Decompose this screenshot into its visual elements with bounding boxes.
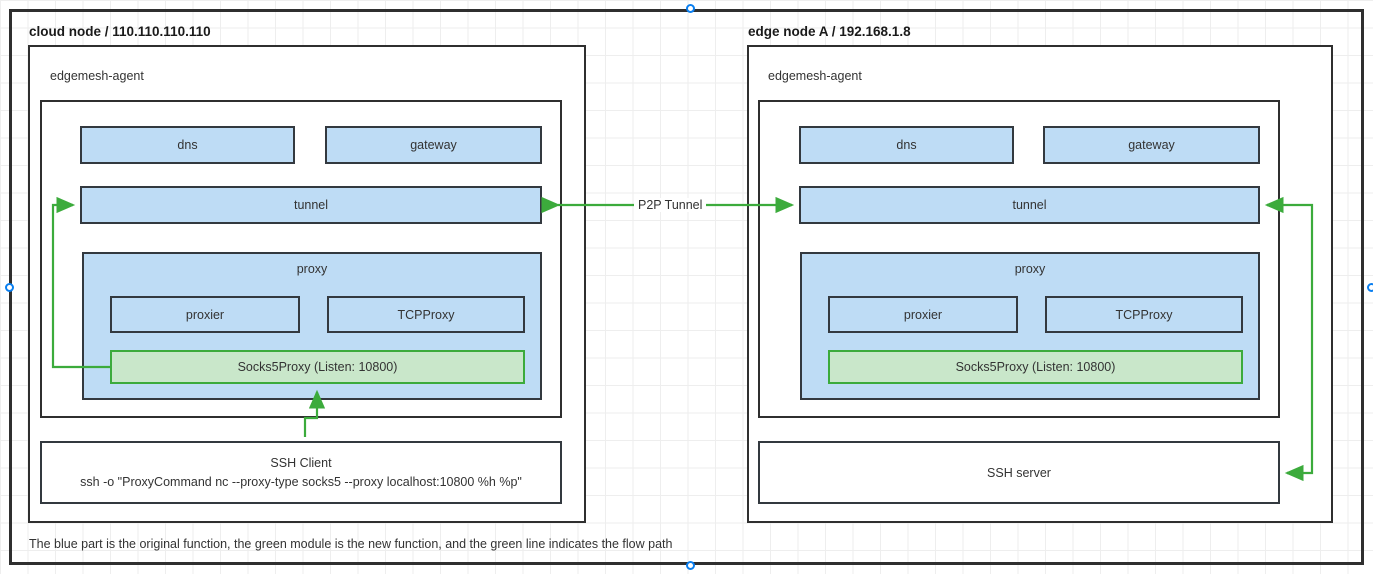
ssh-client-command: ssh -o "ProxyCommand nc --proxy-type soc… [80, 474, 522, 489]
cloud-tunnel-box[interactable]: tunnel [80, 186, 542, 224]
cloud-proxy-label: proxy [296, 262, 328, 276]
ssh-client-title: SSH Client [270, 456, 332, 471]
edge-gateway-box[interactable]: gateway [1043, 126, 1260, 164]
edge-proxier-box[interactable]: proxier [828, 296, 1018, 333]
cloud-socks5proxy-box[interactable]: Socks5Proxy (Listen: 10800) [110, 350, 525, 384]
legend-caption: The blue part is the original function, … [29, 537, 673, 551]
edge-tcpproxy-box[interactable]: TCPProxy [1045, 296, 1243, 333]
edge-dns-box[interactable]: dns [799, 126, 1014, 164]
ssh-server-box[interactable]: SSH server [758, 441, 1280, 504]
ssh-client-box[interactable]: SSH Client ssh -o "ProxyCommand nc --pro… [40, 441, 562, 504]
cloud-dns-box[interactable]: dns [80, 126, 295, 164]
edge-tunnel-box[interactable]: tunnel [799, 186, 1260, 224]
resize-handle-right[interactable] [1367, 283, 1373, 292]
edge-socks5proxy-box[interactable]: Socks5Proxy (Listen: 10800) [828, 350, 1243, 384]
edge-agent-label: edgemesh-agent [768, 69, 862, 83]
p2p-tunnel-label: P2P Tunnel [634, 198, 707, 212]
cloud-agent-label: edgemesh-agent [50, 69, 144, 83]
resize-handle-top[interactable] [686, 4, 695, 13]
cloud-node-title: cloud node / 110.110.110.110 [29, 24, 211, 39]
cloud-gateway-box[interactable]: gateway [325, 126, 542, 164]
resize-handle-left[interactable] [5, 283, 14, 292]
cloud-tcpproxy-box[interactable]: TCPProxy [327, 296, 525, 333]
edge-node-title: edge node A / 192.168.1.8 [748, 24, 911, 39]
edge-proxy-label: proxy [1014, 262, 1046, 276]
resize-handle-bottom[interactable] [686, 561, 695, 570]
cloud-proxier-box[interactable]: proxier [110, 296, 300, 333]
